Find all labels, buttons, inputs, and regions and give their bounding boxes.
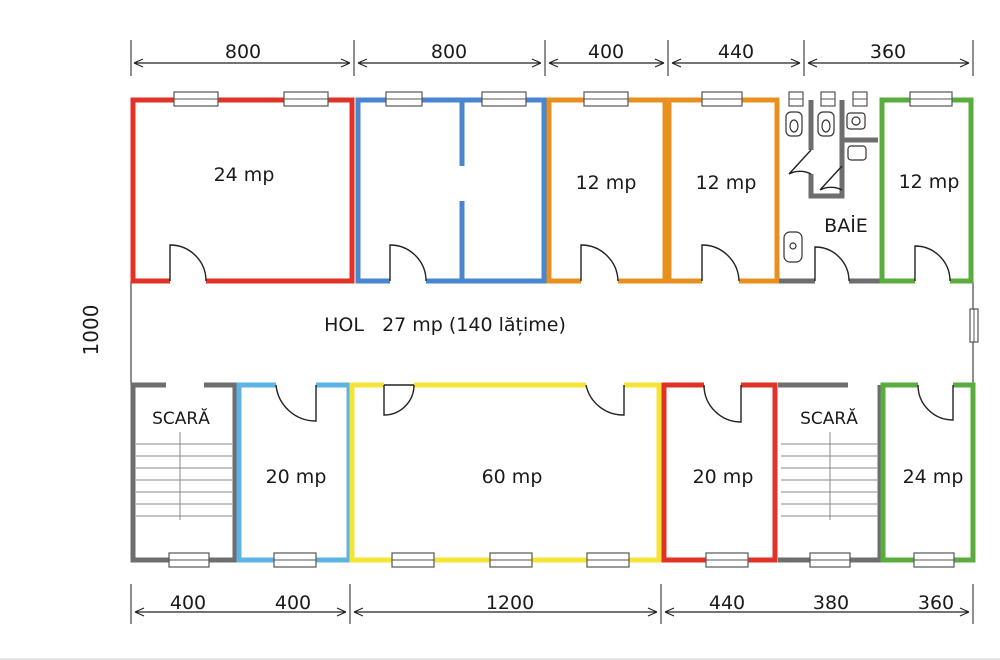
door-room-4 [701,244,740,282]
door-room-3 [580,244,619,282]
room-8-label: 60 mp [482,466,543,488]
sink-basin-icon [851,116,861,126]
window [173,91,219,107]
door-room-9 [703,384,742,423]
window [586,552,630,568]
dim-arrow [671,58,801,68]
dim-side: 1000 [79,305,103,356]
room-4-label: 12 mp [696,172,757,194]
door-room-1 [169,244,207,282]
dim-bottom-2: 400 [275,592,311,614]
dim-bottom-1: 400 [170,592,206,614]
dim-bottom-6: 360 [918,592,954,614]
dim-bottom-3: 1200 [486,592,534,614]
door-wc-2 [819,165,843,191]
window [283,91,329,107]
window [168,552,210,568]
window [909,91,953,107]
dim-arrow [133,58,351,68]
door-room-8-right [585,384,625,416]
door-room-8-left [383,384,415,416]
room-10-label: 24 mp [903,466,964,488]
sink-icon [847,145,867,161]
top-dimension-chain: 800 800 400 440 360 [130,40,974,76]
dim-top-4: 440 [718,41,754,63]
room-7-label: 20 mp [266,466,327,488]
window [705,552,749,568]
door-bath [814,246,850,282]
window [701,91,743,107]
door-wc-1 [788,149,812,175]
dim-arrow [357,58,542,68]
stairs-right-label: SCARĂ [800,407,858,429]
room-1-outline [130,97,355,284]
window [913,552,955,568]
dim-top-3: 400 [588,41,624,63]
dim-top-5: 360 [870,41,906,63]
door-room-7 [275,384,317,422]
room-6-label: 12 mp [899,171,960,193]
drain-icon [789,242,797,250]
window [391,552,435,568]
room-1-label: 24 mp [214,164,275,186]
bottom-dimension-chain: 400 400 1200 440 380 360 [130,584,974,624]
door-room-2 [389,244,427,282]
window [809,552,851,568]
door-room-10 [917,384,954,421]
hall-label: HOL 27 mp (140 lățime) [324,314,566,336]
bath-label: BAİE [824,214,868,237]
doors [169,149,954,423]
window [852,91,868,107]
bath-fixtures [783,111,867,263]
window [273,552,317,568]
dim-top-2: 800 [431,41,467,63]
windows [168,91,955,568]
dim-arrow [807,58,970,68]
hallway [130,281,979,385]
toilet-bowl-icon [789,119,799,133]
dim-bottom-4: 440 [709,592,745,614]
door-room-6 [914,245,951,282]
window [385,91,423,107]
window [583,91,629,107]
window [788,91,804,107]
room-labels: 24 mp 12 mp 12 mp BAİE 12 mp HOL 27 mp (… [152,164,963,488]
room-9-label: 20 mp [693,466,754,488]
window [481,91,527,107]
stairs-right-treads [781,432,877,520]
dim-arrow [134,607,347,617]
window [489,552,533,568]
stairs-left-label: SCARĂ [152,407,210,429]
room-2-outline [355,97,547,284]
toilet-bowl-icon [821,119,831,133]
dim-bottom-5: 380 [813,592,849,614]
dim-top-1: 800 [225,41,261,63]
dim-arrow [664,607,970,617]
bath-wc-partitions [808,100,845,199]
room-3-label: 12 mp [576,172,637,194]
window [820,91,836,107]
stairs-left-treads [136,432,232,520]
dim-arrow [353,607,658,617]
dim-arrow [548,58,665,68]
